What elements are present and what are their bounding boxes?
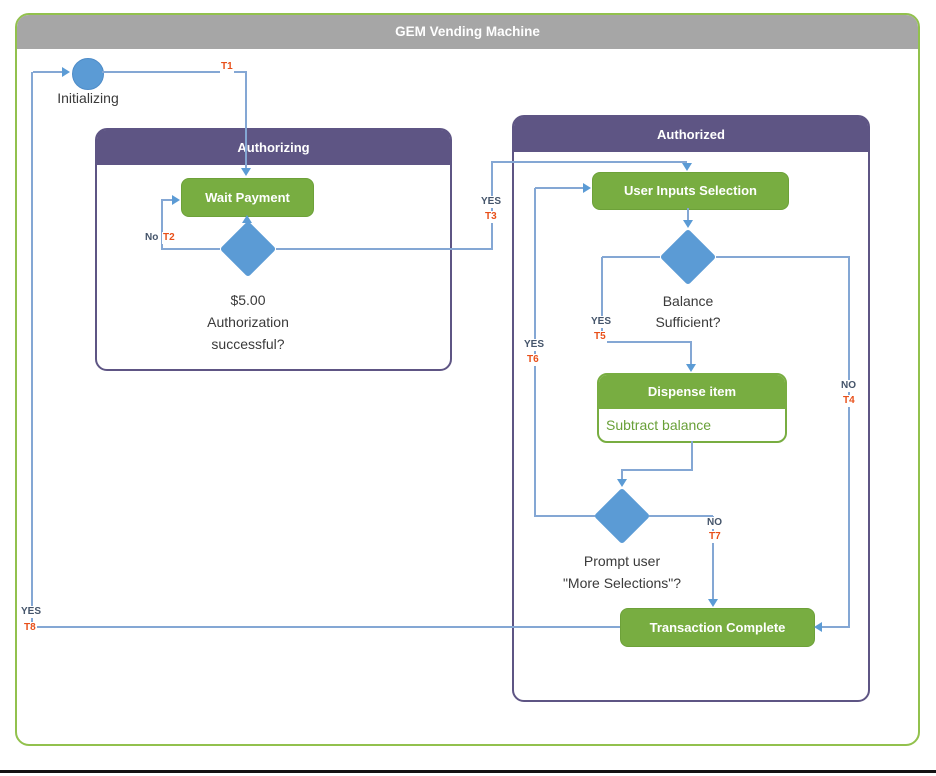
t8-label: T8 [23,622,37,634]
t8-line-h2 [33,71,63,73]
user-inputs-selection-state: User Inputs Selection [592,172,789,210]
t5-line-h2 [601,341,692,343]
t3-line-h [276,248,492,250]
t2-line-v [161,199,163,250]
balance-question: Balance Sufficient? [608,291,768,333]
t6-guard-label: YES [523,339,546,351]
authorizing-header: Authorizing [97,130,450,165]
t5-line-v [601,257,603,343]
t7-arrowhead-icon [708,599,718,607]
prompt-question-line1: Prompt user [583,553,661,569]
t1-arrowhead-icon [241,168,251,176]
t6-line-v [534,188,536,517]
t8-line-h [32,626,620,628]
t2-label: T2 [162,232,176,244]
t6-label: T6 [526,354,540,366]
t5-line-h [602,256,660,258]
t6-line-h [535,515,595,517]
t8-guard-label: YES [20,606,43,618]
t7-label: T7 [708,531,722,543]
authorization-question: $5.00 Authorization successful? [158,289,338,355]
t2-guard-label: No [144,232,160,244]
t6-arrowhead-icon [583,183,591,193]
t7-line-v [712,516,714,600]
t2-arrowhead-icon [172,195,180,205]
t5-arrowhead-icon [686,364,696,372]
t4-label: T4 [842,395,856,407]
t5-line-v2 [690,341,692,365]
t4-line-h [716,256,850,258]
dispense-to-prompt-line-v2 [621,469,623,480]
t4-line-v [848,257,850,628]
dispense-to-prompt-arrowhead-icon [617,479,627,487]
dispense-to-prompt-line-h [621,469,693,471]
prompt-question-line2: "More Selections"? [562,575,682,591]
dispense-item-state: Dispense item Subtract balance [597,373,787,443]
wait-payment-state: Wait Payment [181,178,314,217]
t2-line-h [162,248,220,250]
t3-arrowhead-icon [682,163,692,171]
wait-payment-up-arrowhead-icon [242,215,252,223]
t3-line-h2 [491,161,687,163]
t2-line-h2 [162,199,174,201]
authorized-title: Authorized [657,127,725,142]
t8-arrowhead-icon [62,67,70,77]
initializing-label: Initializing [57,90,119,106]
dispense-item-action: Subtract balance [606,417,712,433]
t8-line-v [31,72,33,628]
t3-guard-label: YES [480,196,503,208]
transaction-complete-state: Transaction Complete [620,608,815,647]
t6-line-h2 [535,187,584,189]
t4-guard-label: NO [840,380,857,392]
t5-guard-label: YES [590,316,613,328]
authorization-question-line1: $5.00 [230,292,266,308]
t3-label: T3 [484,211,498,223]
balance-question-line1: Balance [662,293,714,309]
t7-line-h [649,515,713,517]
t5-label: T5 [593,331,607,343]
authorizing-title: Authorizing [237,140,310,155]
t4-arrowhead-icon [814,622,822,632]
authorization-question-line3: successful? [211,336,285,352]
t4-line-h2 [822,626,849,628]
uis-to-balance-line [687,208,689,222]
t1-label: T1 [220,61,234,73]
dispense-to-prompt-line-v [691,441,693,470]
initializing-state-circle [72,58,104,90]
t1-line-v [245,71,247,169]
diagram-title-bar: GEM Vending Machine [17,15,918,49]
prompt-question: Prompt user "More Selections"? [532,550,712,594]
t7-guard-label: NO [706,517,723,529]
diagram-title: GEM Vending Machine [395,24,540,39]
t1-line-h [102,71,247,73]
authorization-question-line2: Authorization [207,314,289,330]
authorized-header: Authorized [514,117,868,152]
balance-question-line2: Sufficient? [655,314,721,330]
dispense-item-title: Dispense item [599,375,785,409]
bottom-divider [0,770,936,773]
uis-to-balance-arrowhead-icon [683,220,693,228]
